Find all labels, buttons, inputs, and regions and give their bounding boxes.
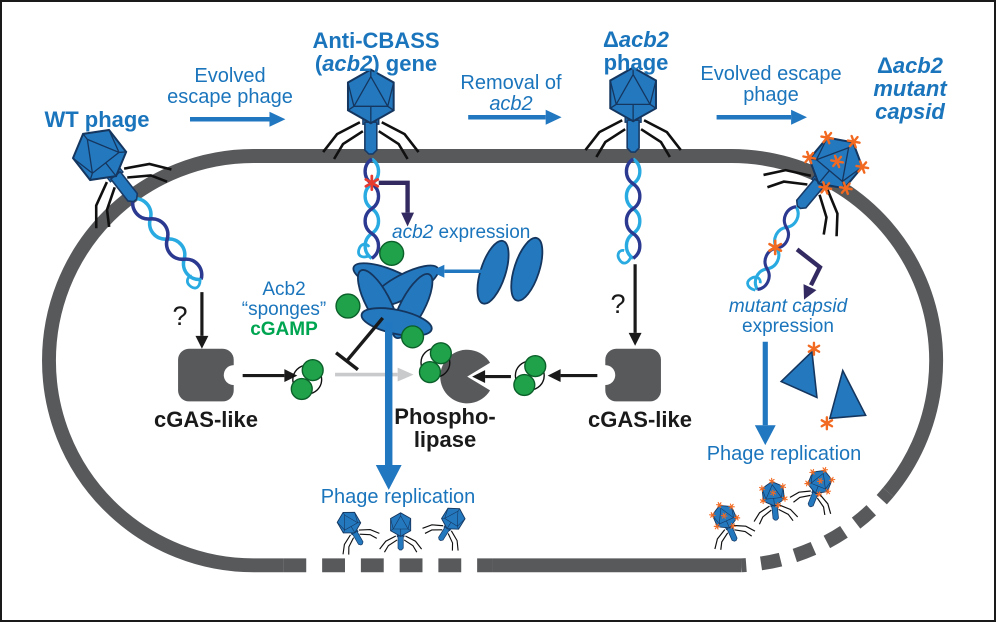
evolved-escape-label-right: Evolved escape phage [700,63,842,106]
progeny-phages-right [698,459,846,552]
anti-cbass-phage-icon [321,68,420,161]
evolved-escape-arrow-left [189,111,286,127]
anti-cbass-label: Anti-CBASS (acb2) gene [312,28,440,77]
delta-acb2-phage-dna [615,157,642,266]
delta-sensing-arrow [628,264,642,346]
acb2-sponges-label: Acb2 “sponges” cGAMP [241,279,327,340]
phospholipase-label: Phospho- lipase [394,404,496,453]
acb2-proteins [476,236,544,305]
cell-membrane [41,149,944,573]
phospholipase-icon [418,342,491,404]
acb2-expression-label: acb2 expression [392,222,531,243]
replication-arrow-center [375,321,402,490]
phage-replication-label-center: Phage replication [320,486,476,508]
cgamp-left [290,358,324,401]
cgas-left-output-arrow [242,369,298,383]
question-mark-right: ? [610,289,626,319]
removal-arrow [468,109,562,125]
acb2-expression-arrow [378,180,415,227]
evolved-escape-arrow-right [716,109,807,125]
mutant-capsid-dna [745,202,804,294]
membrane-solid [41,149,944,573]
wt-phage-dna [126,192,209,292]
delta-acb2-phage-label: Δacb2 phage [603,27,669,76]
acb2-sponge-complex [335,240,440,349]
cgas-like-label-right: cGAS-like [588,407,692,432]
acb2-phage-dna [354,157,381,262]
cgamp-to-phospholipase-arrow [472,370,511,384]
wt-sensing-arrow [195,292,209,349]
membrane-dashed-corner [741,487,894,573]
mutant-capsid-proteins [779,341,867,431]
acb2-supply-arrow [430,264,483,278]
mutant-capsid-expression-label: mutant capsid expression [728,296,848,337]
blocked-signal-arrow [335,367,414,382]
cgamp-right [513,355,547,397]
cgas-like-label-left: cGAS-like [154,407,258,432]
mutant-capsid-expression-arrow [795,247,823,300]
acb2-inhibition-tbar [335,316,385,371]
evolved-escape-label-left: Evolved escape phage [167,65,293,108]
removal-label: Removal of acb2 [460,72,562,115]
delta-acb2-phage-icon [584,66,683,159]
cgas-right-output-arrow [547,369,598,383]
cgas-like-right-icon [595,348,661,402]
cgas-like-left-icon [178,348,244,402]
replication-arrow-right [754,341,776,446]
wt-phage-label: WT phage [44,107,150,132]
delta-acb2-mutant-label: Δacb2 mutant capsid [873,53,947,125]
question-mark-left: ? [172,301,188,331]
phage-replication-label-right: Phage replication [706,443,862,465]
